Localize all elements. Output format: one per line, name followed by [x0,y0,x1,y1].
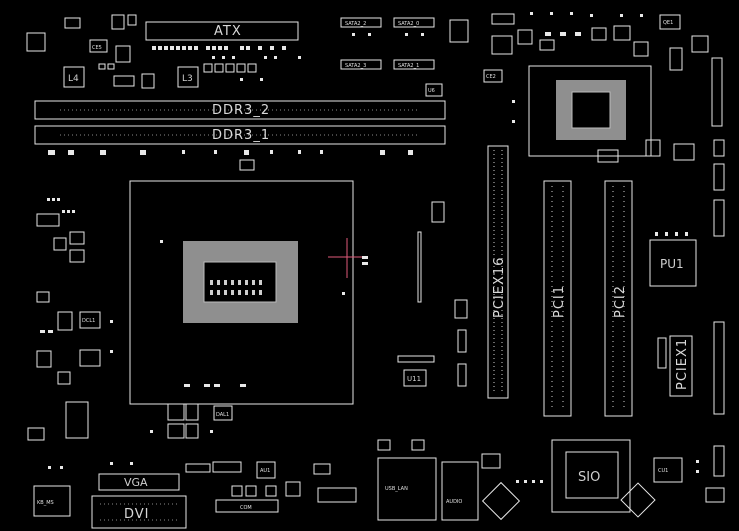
below-socket-components: DAL1 [150,403,233,439]
middle-components: U11 [397,201,468,387]
audio-connector: AUDIO [441,453,521,521]
inductor-l3: L3 [177,66,199,88]
right-edge-headers [657,139,725,415]
svg-text:DCL1: DCL1 [82,318,95,324]
atx-pin-row [152,46,286,50]
svg-text:PCIEX1: PCIEX1 [675,338,690,390]
svg-text:DDR3_1: DDR3_1 [212,128,270,143]
svg-text:USB_LAN: USB_LAN [385,486,408,492]
svg-text:DDR3_2: DDR3_2 [212,103,270,118]
svg-text:PU1: PU1 [660,257,684,271]
pci1-slot: PCI1 [543,180,572,417]
sata2-2-connector: SATA2_2 [340,17,382,36]
svg-text:ATX: ATX [214,24,242,39]
sata2-0-connector: SATA2_0 [393,17,435,36]
svg-text:PCI2: PCI2 [613,285,628,318]
pch-chip [528,65,652,157]
crosshair-marker [328,238,368,278]
svg-text:SATA2_3: SATA2_3 [345,63,366,69]
pu1-chip: PU1 [649,232,697,287]
svg-text:SATA2_2: SATA2_2 [345,21,366,27]
ddr3-2-slot: DDR3_2 [34,100,446,120]
svg-text:KB_MS: KB_MS [37,500,54,506]
dvi-connector: DVI [91,495,187,529]
svg-text:DAL1: DAL1 [216,412,229,418]
left-vrm-components: DCL1 [27,198,113,441]
svg-text:CU1: CU1 [658,468,668,474]
svg-text:U11: U11 [407,375,421,383]
kb-ms-connector: KB_MS [33,485,71,517]
audio-codec-area: AU1 [185,461,357,503]
svg-text:VGA: VGA [124,476,148,489]
svg-text:AU1: AU1 [260,468,270,474]
svg-text:PCI1: PCI1 [552,285,567,318]
pci2-slot: PCI2 [604,180,633,417]
top-left-components: CE5 [26,14,155,89]
ddr-termination-pads [48,150,413,171]
svg-text:PCIEX16: PCIEX16 [492,257,507,318]
svg-text:SIO: SIO [578,470,600,485]
svg-text:QE1: QE1 [663,20,673,26]
svg-text:SATA2_1: SATA2_1 [398,63,419,69]
svg-text:L3: L3 [182,74,193,84]
pciex16-slot: PCIEX16 [487,145,509,399]
sata2-3-connector: SATA2_3 [340,59,382,70]
vga-connector: VGA [98,473,180,491]
ddr3-1-slot: DDR3_1 [34,125,446,145]
com-header: COM [215,499,279,513]
svg-text:U6: U6 [428,88,435,94]
pciex1-slot: PCIEX1 [669,335,693,397]
bottom-misc-pads [48,460,699,483]
svg-text:SATA2_0: SATA2_0 [398,21,419,27]
ce5-label: CE5 [92,45,102,51]
svg-text:L4: L4 [68,74,79,84]
cpu-socket [129,180,354,405]
sata-connectors: SATA2_2 SATA2_0 SATA2_3 SATA2_1 U6 [340,17,469,97]
atx-connector: ATX [145,21,299,50]
sata2-1-connector: SATA2_1 [393,59,435,70]
top-right-components: CE2 QE1 [483,12,723,163]
svg-text:DVI: DVI [124,507,150,522]
socket-center-pins [210,280,262,295]
sio-chip: SIO [551,439,631,513]
capacitor-array-top [203,56,301,81]
usb-lan-connector: USB_LAN [377,439,437,521]
svg-text:COM: COM [240,505,252,511]
svg-text:CE2: CE2 [486,74,496,80]
svg-text:AUDIO: AUDIO [446,499,462,505]
inductor-l4: L4 [63,66,85,88]
cu1-chip: CU1 [620,445,725,518]
